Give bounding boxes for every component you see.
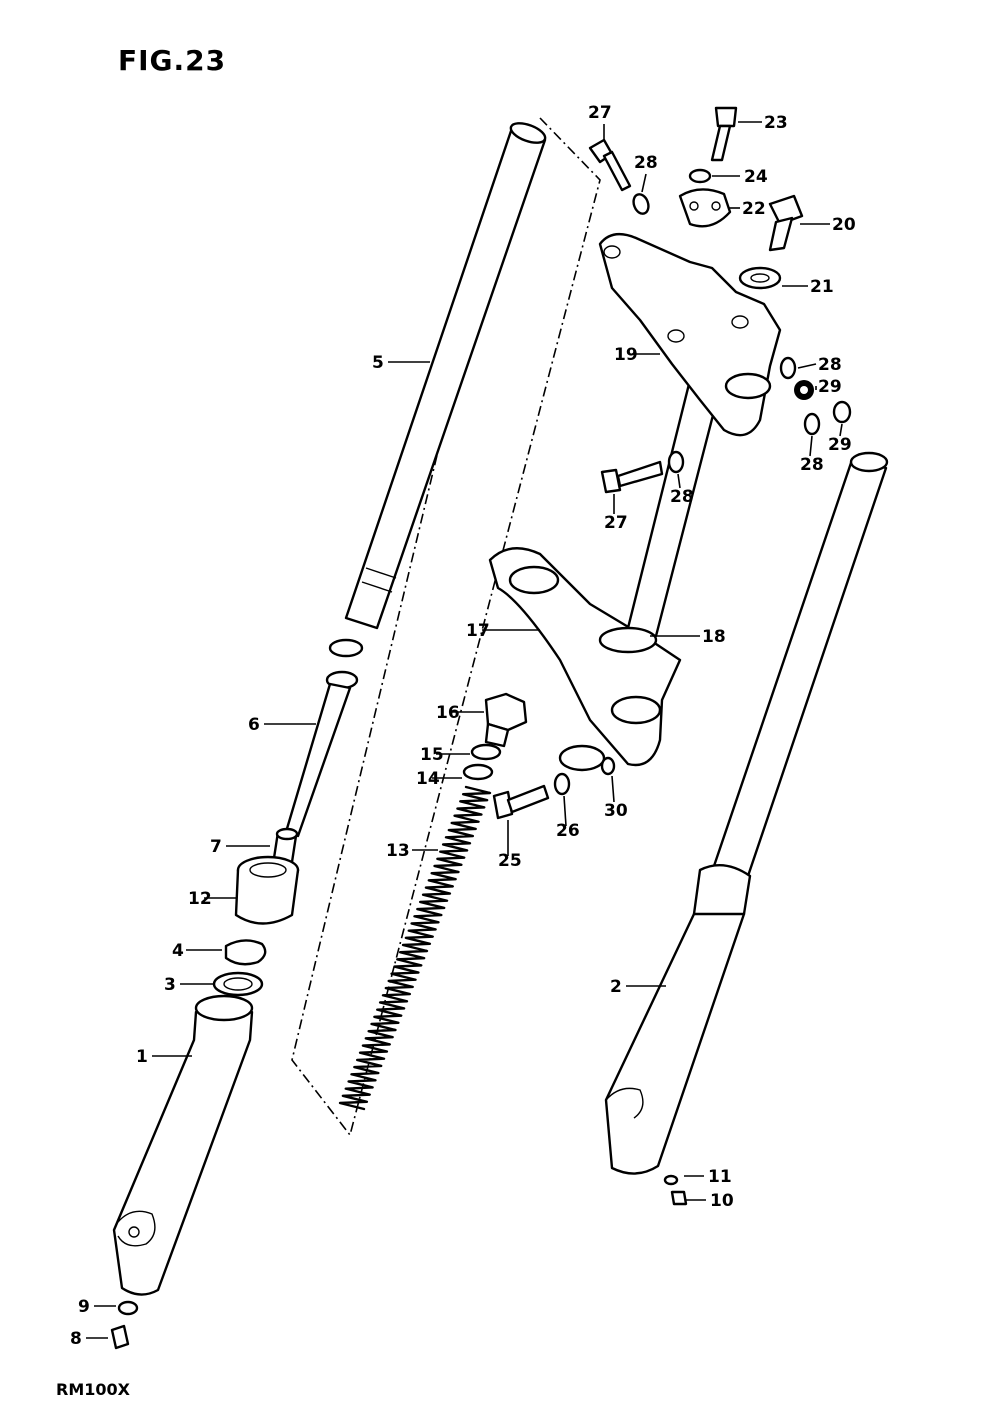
callout-label-15: 15	[420, 745, 444, 765]
callout-label-5: 5	[372, 353, 384, 373]
callout-label-7: 7	[210, 837, 222, 857]
part-washer-a	[632, 193, 650, 215]
part-fork-leg-right	[604, 451, 889, 1183]
callout-label-26: 26	[556, 821, 580, 841]
assembly-outline	[291, 117, 601, 1137]
callout-label-21: 21	[810, 277, 834, 297]
callout-label-28: 28	[818, 355, 842, 375]
callout-label-6: 6	[248, 715, 260, 735]
part-right-drain-washer	[663, 1174, 679, 1186]
part-fork-spring	[338, 785, 492, 1111]
part-lower-bracket	[488, 547, 682, 767]
part-drain-bolt	[110, 1324, 130, 1350]
part-damper-rod	[284, 670, 359, 838]
callout-label-19: 19	[614, 345, 638, 365]
part-washer-b	[779, 356, 797, 380]
callout-leader-28	[809, 435, 813, 457]
callout-label-10: 10	[710, 1191, 734, 1211]
callout-leader-28	[797, 363, 817, 369]
callout-label-18: 18	[702, 627, 726, 647]
callout-label-17: 17	[466, 621, 490, 641]
part-steering-seal	[558, 744, 616, 776]
callout-label-22: 22	[742, 199, 766, 219]
part-washer-d	[667, 450, 685, 474]
callout-label-28: 28	[634, 153, 658, 173]
callout-label-14: 14	[416, 769, 440, 789]
part-drain-washer	[117, 1300, 139, 1316]
part-right-drain-bolt	[670, 1190, 688, 1206]
part-stem-washer	[738, 266, 782, 290]
callout-label-24: 24	[744, 167, 768, 187]
part-stem-bolt	[768, 194, 804, 252]
callout-label-2: 2	[610, 977, 622, 997]
callout-label-28: 28	[670, 487, 694, 507]
callout-label-20: 20	[832, 215, 856, 235]
callout-label-8: 8	[70, 1329, 82, 1349]
callout-label-13: 13	[386, 841, 410, 861]
part-spacer	[462, 763, 494, 781]
callout-label-28: 28	[800, 455, 824, 475]
callout-label-16: 16	[436, 703, 460, 723]
callout-leader-30	[611, 775, 615, 803]
callout-leader-29	[839, 423, 843, 437]
part-holder-bolt	[710, 106, 738, 162]
part-clamp-bolt-upper	[588, 138, 632, 192]
part-nut-b	[832, 400, 852, 424]
part-clamp-bolt-lower	[600, 460, 664, 494]
part-cap-bolt	[484, 692, 528, 748]
callout-label-30: 30	[604, 801, 628, 821]
part-washer-c	[803, 412, 821, 436]
part-outer-tube-left	[112, 994, 254, 1296]
part-lower-clamp-bolt	[492, 784, 550, 820]
part-ring	[328, 638, 364, 658]
callout-leader-28	[677, 473, 681, 489]
callout-label-12: 12	[188, 889, 212, 909]
part-stopper-ring	[224, 939, 267, 966]
callout-label-9: 9	[78, 1297, 90, 1317]
callout-label-29: 29	[818, 377, 842, 397]
callout-label-29: 29	[828, 435, 852, 455]
part-inner-tube-left	[344, 122, 547, 630]
part-lower-washer	[553, 772, 571, 796]
callout-label-4: 4	[172, 941, 184, 961]
figure-title: FIG.23	[118, 44, 227, 77]
callout-label-1: 1	[136, 1047, 148, 1067]
part-handlebar-holder	[678, 188, 732, 228]
callout-label-27: 27	[588, 103, 612, 123]
callout-label-25: 25	[498, 851, 522, 871]
model-code: RM100X	[56, 1380, 130, 1399]
callout-label-3: 3	[164, 975, 176, 995]
part-holder-washer	[688, 168, 712, 184]
part-dust-seal	[234, 855, 300, 925]
part-o-ring	[470, 743, 502, 761]
callout-leader-28	[641, 173, 647, 193]
part-upper-bracket	[598, 232, 782, 437]
part-nut-a	[794, 380, 814, 400]
callout-label-11: 11	[708, 1167, 732, 1187]
part-oil-seal	[212, 971, 264, 997]
callout-label-27: 27	[604, 513, 628, 533]
callout-leader-26	[563, 795, 567, 827]
callout-label-23: 23	[764, 113, 788, 133]
